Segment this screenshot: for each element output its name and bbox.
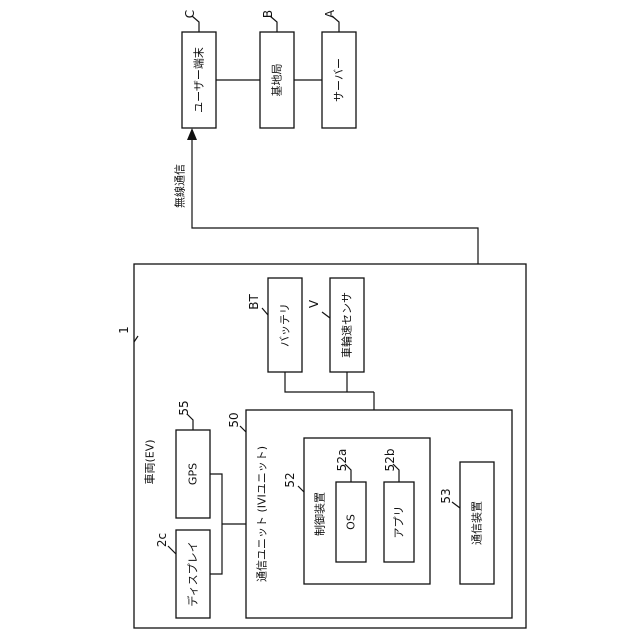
ref-53: 53 <box>439 488 453 503</box>
server-label: サーバー <box>333 58 346 102</box>
app-label: アプリ <box>393 506 406 539</box>
ref-55: 55 <box>177 400 191 415</box>
gps-label: GPS <box>187 463 200 485</box>
ref-bt: BT <box>247 294 261 310</box>
wireless-link-arrowhead <box>187 128 197 140</box>
ref-2c: 2c <box>155 533 169 547</box>
ref-1: 1 <box>117 326 131 334</box>
user-terminal-label: ユーザー端末 <box>192 47 206 113</box>
comm-unit-label: 通信ユニット (IVIユニット) <box>256 446 269 582</box>
ref-a: A <box>323 9 337 18</box>
ref-c: C <box>183 10 197 18</box>
os-label: OS <box>345 514 358 530</box>
display-label: ディスプレイ <box>186 541 200 606</box>
vehicle-label: 車両(EV) <box>143 439 157 484</box>
comm-device-label: 通信装置 <box>471 501 484 545</box>
battery-label: バッテリ <box>279 303 292 347</box>
ref-b: B <box>261 10 275 18</box>
ref-52a: 52a <box>335 449 349 472</box>
control-device-label: 制御装置 <box>313 492 327 536</box>
wireless-link-label: 無線通信 <box>173 164 187 208</box>
ref-52: 52 <box>283 472 297 487</box>
ref-52b: 52b <box>383 449 397 472</box>
base-station-label: 基地局 <box>271 64 284 97</box>
ref-v: V <box>307 299 321 308</box>
ref-50: 50 <box>227 412 241 427</box>
wheel-speed-sensor-label: 車輪速センサ <box>340 292 354 358</box>
